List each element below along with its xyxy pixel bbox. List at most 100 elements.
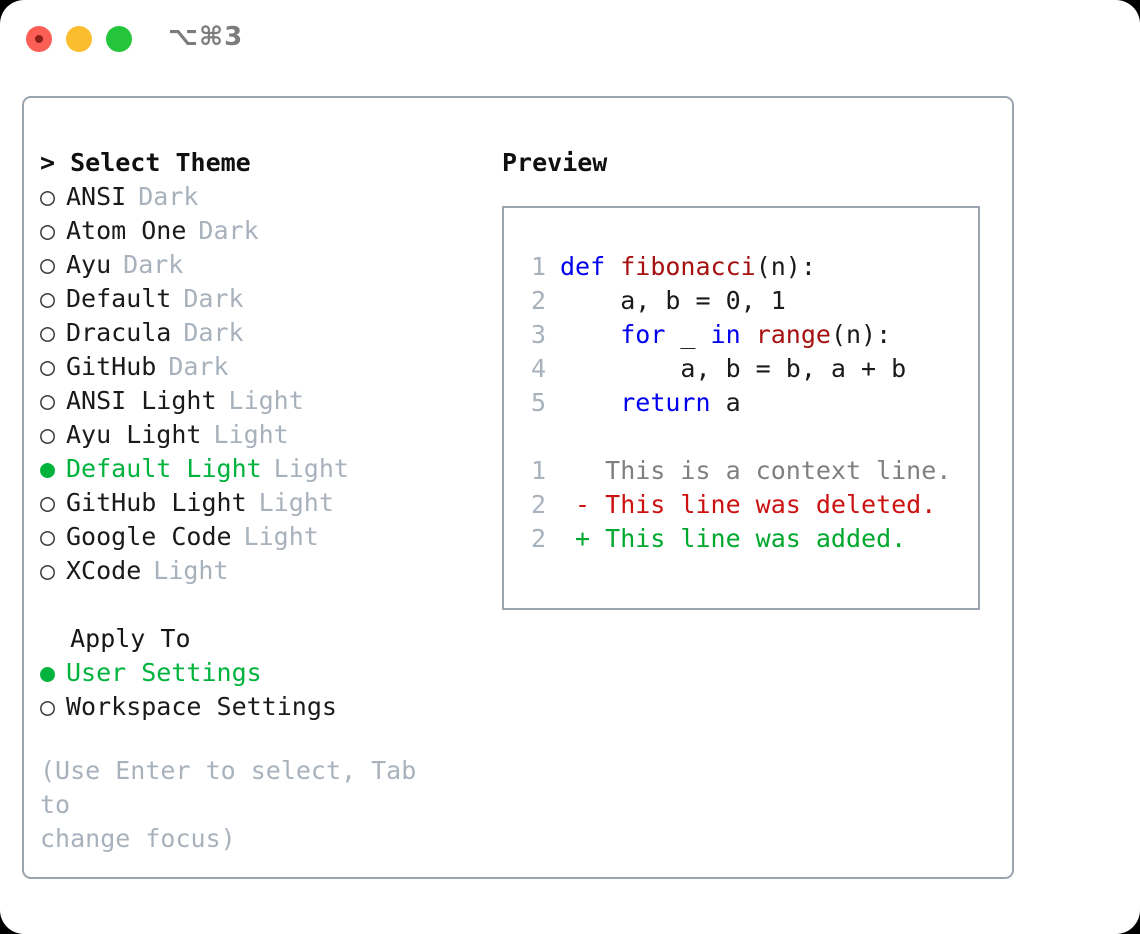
apply-to-option-label: User Settings: [66, 658, 262, 687]
code-token-txt: [560, 388, 620, 417]
theme-variant-tag: Dark: [168, 352, 229, 381]
theme-option[interactable]: ○ ANSI Dark: [40, 180, 480, 214]
radio-unselected-icon: ○: [40, 182, 56, 211]
theme-option-label: Dracula: [66, 318, 172, 347]
radio-unselected-icon: ○: [40, 488, 56, 517]
radio-unselected-icon: ○: [40, 522, 56, 551]
radio-unselected-icon: ○: [40, 318, 56, 347]
code-line: 2 a, b = 0, 1: [518, 284, 951, 318]
radio-unselected-icon: ○: [40, 386, 56, 415]
code-line-text: a, b = 0, 1: [560, 284, 786, 318]
radio-unselected-icon: ○: [40, 250, 56, 279]
theme-option[interactable]: ○ Ayu Dark: [40, 248, 480, 282]
line-number: 1: [530, 252, 546, 281]
diff-line: 2 + This line was added.: [518, 522, 951, 556]
theme-variant-tag: Dark: [138, 182, 199, 211]
apply-to-option[interactable]: ○ Workspace Settings: [40, 690, 480, 724]
theme-option[interactable]: ○ Atom One Dark: [40, 214, 480, 248]
code-line-text: a, b = b, a + b: [560, 352, 906, 386]
diff-line: 2 - This line was deleted.: [518, 488, 951, 522]
radio-unselected-icon: ○: [40, 420, 56, 449]
radio-selected-icon: ●: [40, 454, 56, 483]
theme-option-label: XCode: [66, 556, 142, 585]
theme-option-label: GitHub Light: [66, 488, 247, 517]
theme-variant-tag: Dark: [198, 216, 259, 245]
theme-option[interactable]: ○ Dracula Dark: [40, 316, 480, 350]
code-token-txt: a: [710, 388, 741, 417]
radio-selected-icon: ●: [40, 658, 56, 687]
keyboard-hint-text: (Use Enter to select, Tab to change focu…: [40, 756, 417, 853]
apply-to-option-label: Workspace Settings: [66, 692, 337, 721]
line-number: 1: [530, 456, 546, 485]
theme-variant-tag: Light: [153, 556, 229, 585]
diff-line-text: + This line was added.: [560, 524, 907, 553]
select-theme-heading: > Select Theme: [40, 148, 251, 177]
theme-variant-tag: Dark: [183, 318, 244, 347]
title-bar: ⌥⌘3: [0, 0, 1140, 76]
code-token-kw: return: [620, 388, 711, 417]
preview-heading: Preview: [502, 148, 608, 177]
theme-option-label: ANSI Light: [66, 386, 217, 415]
line-number: 4: [530, 354, 546, 383]
line-number: 3: [530, 320, 546, 349]
theme-option-label: ANSI: [66, 182, 127, 211]
theme-option-label: Ayu Light: [66, 420, 202, 449]
code-token-kw: in: [710, 320, 756, 349]
close-window-button[interactable]: [26, 26, 52, 52]
radio-unselected-icon: ○: [40, 284, 56, 313]
code-token-kw: for: [620, 320, 666, 349]
theme-option-label: GitHub: [66, 352, 157, 381]
code-line-text: def fibonacci(n):: [560, 250, 816, 284]
maximize-window-button[interactable]: [106, 26, 132, 52]
minimize-window-button[interactable]: [66, 26, 92, 52]
code-line: 3 for _ in range(n):: [518, 318, 951, 352]
diff-line-text: - This line was deleted.: [560, 490, 937, 519]
radio-unselected-icon: ○: [40, 352, 56, 381]
theme-option[interactable]: ○ ANSI Light Light: [40, 384, 480, 418]
line-number: 2: [530, 490, 546, 519]
theme-option-label: Ayu: [66, 250, 112, 279]
line-number: 2: [530, 524, 546, 553]
apply-to-list: ● User Settings ○ Workspace Settings: [40, 656, 480, 724]
code-token-txt: a, b = 0, 1: [560, 286, 786, 315]
theme-variant-tag: Light: [243, 522, 319, 551]
theme-variant-tag: Light: [273, 454, 349, 483]
radio-unselected-icon: ○: [40, 692, 56, 721]
code-line: 1 def fibonacci(n):: [518, 250, 951, 284]
diff-line-text: This is a context line.: [560, 456, 952, 485]
theme-option-label: Google Code: [66, 522, 232, 551]
theme-option[interactable]: ○ GitHub Dark: [40, 350, 480, 384]
code-token-txt: (n):: [755, 252, 816, 281]
line-number: 2: [530, 286, 546, 315]
code-token-txt: _: [665, 320, 711, 349]
radio-unselected-icon: ○: [40, 216, 56, 245]
list-spacer: [40, 588, 480, 622]
keyboard-shortcut-label: ⌥⌘3: [168, 22, 244, 52]
right-column: Preview: [502, 146, 1002, 180]
line-number: 5: [530, 388, 546, 417]
apply-to-option[interactable]: ● User Settings: [40, 656, 480, 690]
diff-line: 1 This is a context line.: [518, 454, 951, 488]
code-token-fn: range: [755, 320, 831, 349]
theme-option-label: Atom One: [66, 216, 187, 245]
theme-variant-tag: Light: [228, 386, 304, 415]
apply-to-heading: Apply To: [40, 624, 191, 653]
theme-variant-tag: Dark: [123, 250, 184, 279]
code-token-kw: def: [560, 252, 621, 281]
code-line-text: return a: [560, 386, 741, 420]
theme-option[interactable]: ○ Google Code Light: [40, 520, 480, 554]
theme-option-label: Default: [66, 284, 172, 313]
code-token-txt: [560, 320, 620, 349]
code-diff-separator: [518, 420, 951, 454]
